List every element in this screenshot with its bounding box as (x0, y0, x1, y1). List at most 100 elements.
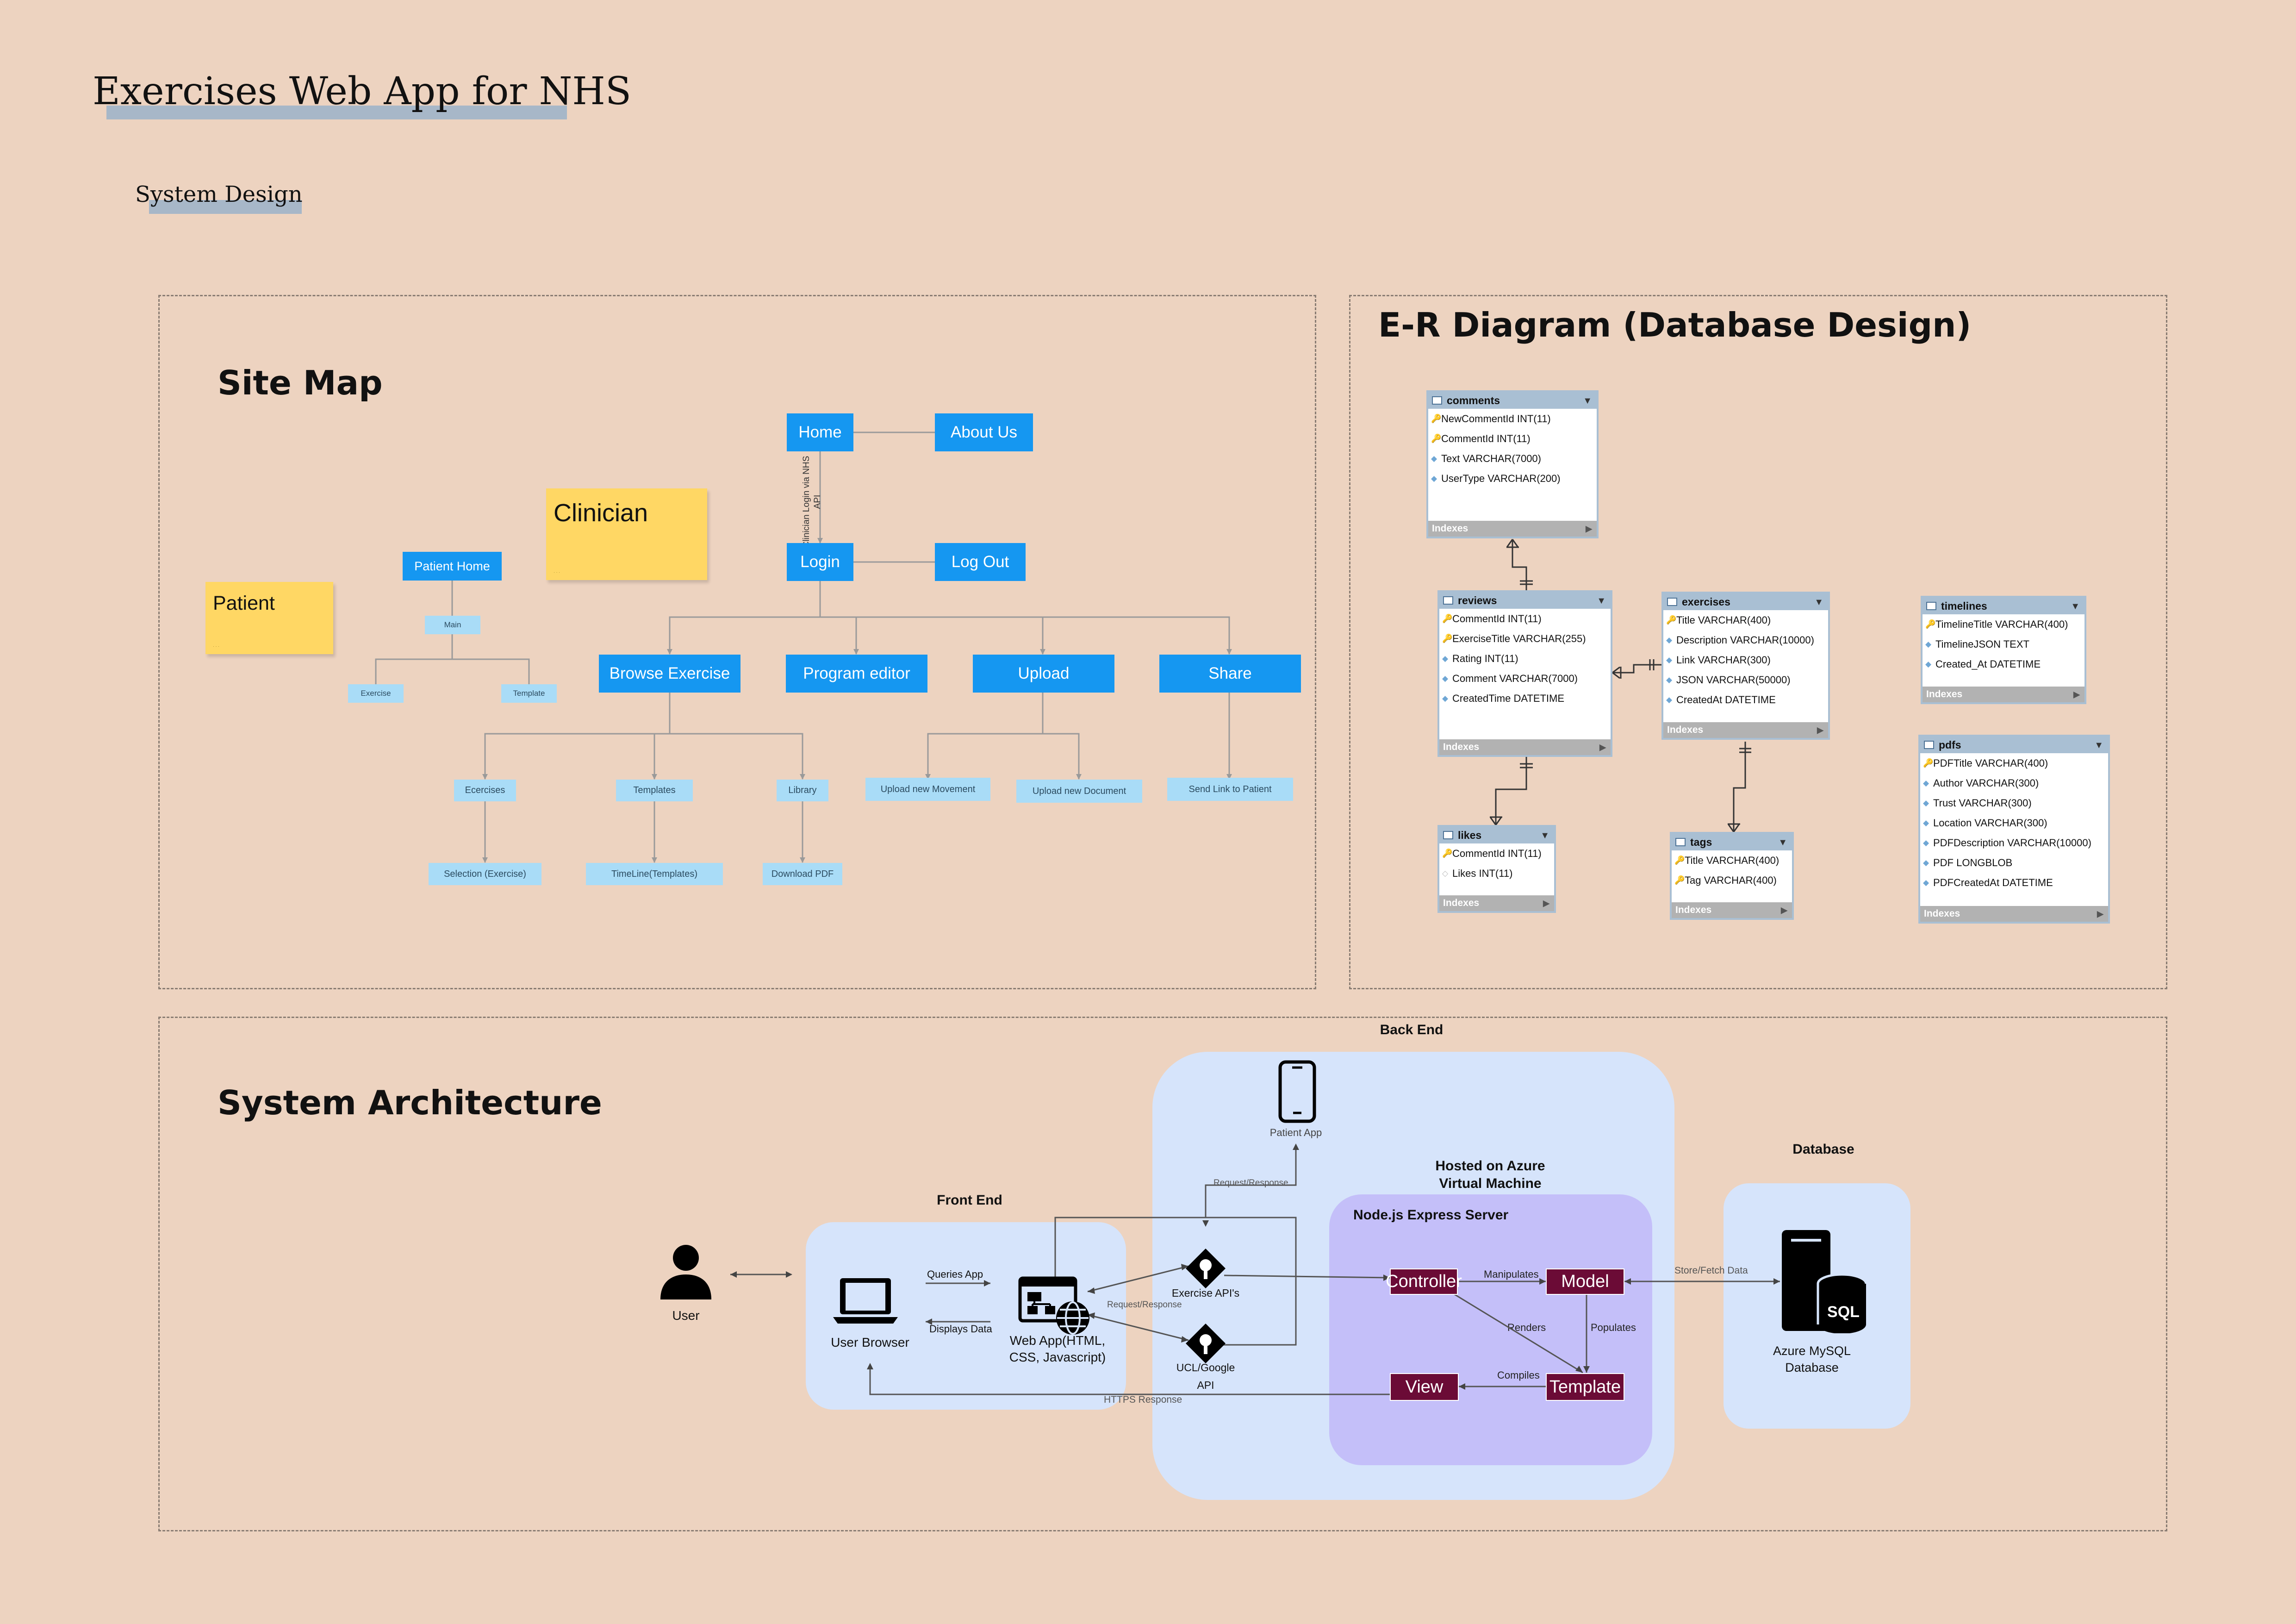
node-selection-exercise: Selection (Exercise) (429, 863, 541, 885)
table-row: ◆Author VARCHAR(300) (1920, 773, 2108, 793)
expand-icon: ▶ (2097, 909, 2103, 918)
node-share: Share (1159, 655, 1301, 693)
edge-request-response-mid: Request/Response (1107, 1300, 1182, 1310)
table-exercises: exercises ▼ 🔑Title VARCHAR(400) ◆Descript… (1661, 592, 1830, 740)
table-tags-header: tags▼ (1672, 834, 1792, 850)
table-row: ◆ Location VARCHAR(300) (1920, 813, 2108, 833)
table-row: ◆Created_At DATETIME (1923, 654, 2084, 674)
database-server-icon (1782, 1230, 1867, 1333)
table-row: ◆CreatedAt DATETIME (1663, 690, 1828, 710)
sticky-patient-label: Patient (213, 592, 275, 614)
table-row: 🔑CommentId INT(11) (1439, 609, 1611, 629)
table-row: 🔑Title VARCHAR(400) (1672, 850, 1792, 870)
column-name: CommentId INT(11) (1441, 432, 1531, 444)
node-ecercises: Ecercises (454, 780, 516, 801)
column-name: Created_At DATETIME (1935, 658, 2041, 670)
table-row: 🔑ExerciseTitle VARCHAR(255) (1439, 629, 1611, 649)
table-timelines-header: timelines▼ (1923, 598, 2084, 614)
indexes-label: Indexes (1443, 898, 1480, 908)
front-end-label: Front End (937, 1193, 1002, 1208)
table-reviews-header: reviews▼ (1439, 592, 1611, 609)
table-exercises-name: exercises (1682, 595, 1730, 608)
dropdown-icon: ▼ (1778, 837, 1787, 848)
table-row: 🔑TimelineTitle VARCHAR(400) (1923, 614, 2084, 634)
column-name: Tag VARCHAR(400) (1685, 874, 1777, 886)
user-icon (660, 1245, 711, 1299)
title-underline (106, 106, 567, 119)
column-name: Location VARCHAR(300) (1933, 817, 2047, 829)
indexes-label: Indexes (1432, 523, 1468, 534)
ucl-google-api-label: UCL/Google API (1176, 1362, 1235, 1391)
table-pdfs: pdfs ▼ 🔑PDFTitle VARCHAR(400) ◆Author VAR… (1918, 735, 2110, 924)
node-timeline-templates: TimeLine(Templates) (586, 863, 723, 885)
web-app-icon (1018, 1276, 1089, 1335)
table-row: ◆Description VARCHAR(10000) (1663, 630, 1828, 650)
table-row: ◆Text VARCHAR(7000) (1428, 449, 1597, 468)
table-icon (1924, 741, 1934, 749)
column-name: Likes INT(11) (1452, 867, 1513, 879)
laptop-icon (833, 1278, 898, 1324)
controller-box: Controller (1386, 1268, 1462, 1295)
exercise-api-label: Exercise API's (1171, 1287, 1240, 1299)
node-patient-home: Patient Home (403, 552, 502, 581)
column-name: CommentId INT(11) (1452, 847, 1542, 859)
model-box: Model (1546, 1268, 1624, 1295)
column-name: UserType VARCHAR(200) (1441, 472, 1561, 484)
table-row: ◆Trust VARCHAR(300) (1920, 793, 2108, 813)
column-name: PDFDescription VARCHAR(10000) (1933, 837, 2091, 849)
subtitle-underline (149, 200, 302, 214)
node-home: Home (787, 413, 853, 451)
column-name: PDFTitle VARCHAR(400) (1933, 757, 2048, 769)
diamond-icon: ◆ (1431, 474, 1437, 483)
user-label: User (672, 1308, 700, 1323)
diamond-icon: ◆ (1923, 878, 1929, 887)
column-name: Rating INT(11) (1452, 652, 1518, 664)
sitemap-frame (158, 295, 1316, 989)
column-name: TimelineTitle VARCHAR(400) (1935, 618, 2068, 630)
diamond-icon: ◆ (1923, 778, 1929, 787)
column-name: Trust VARCHAR(300) (1933, 797, 2032, 809)
sql-badge: SQL (1827, 1303, 1860, 1321)
user-browser-label: User Browser (831, 1335, 909, 1349)
indexes-bar: Indexes▶ (1920, 906, 2108, 922)
column-name: CommentId INT(11) (1452, 612, 1542, 625)
dropdown-icon: ▼ (2071, 601, 2080, 612)
diamond-icon: ◆ (1442, 674, 1449, 683)
dropdown-icon: ▼ (1583, 396, 1592, 406)
node-main: Main (425, 616, 480, 634)
diamond-icon: ◆ (1925, 639, 1932, 649)
dropdown-icon: ▼ (1814, 597, 1823, 607)
table-row: 🔑CommentId INT(11) (1439, 843, 1554, 863)
column-name: Description VARCHAR(10000) (1676, 634, 1814, 646)
table-pdfs-name: pdfs (1939, 738, 1961, 751)
table-row: ◆Comment VARCHAR(7000) (1439, 668, 1611, 688)
table-likes: likes▼ 🔑CommentId INT(11) ◇Likes INT(11)… (1437, 825, 1556, 913)
table-exercises-header: exercises ▼ (1663, 593, 1828, 610)
dropdown-icon: ▼ (2094, 740, 2103, 750)
diamond-icon: ◆ (1431, 454, 1437, 463)
diamond-icon: ◆ (1923, 818, 1929, 827)
table-row: 🔑PDFTitle VARCHAR(400) (1920, 753, 2108, 773)
hosted-label: Hosted on Azure Virtual Machine (1435, 1158, 1545, 1191)
patient-app-label: Patient App (1269, 1127, 1322, 1138)
node-upload-new-document: Upload new Document (1016, 780, 1142, 803)
table-icon (1432, 396, 1442, 405)
table-row: ◆JSON VARCHAR(50000) (1663, 670, 1828, 690)
diamond-icon: ◆ (1925, 659, 1932, 668)
table-row: 🔑CommentId INT(11) (1428, 429, 1597, 449)
edge-compiles: Compiles (1497, 1369, 1540, 1381)
phone-icon (1278, 1060, 1316, 1123)
table-likes-header: likes▼ (1439, 827, 1554, 843)
column-name: NewCommentId INT(11) (1441, 412, 1551, 425)
column-name: Link VARCHAR(300) (1676, 654, 1771, 666)
table-row: ◆Rating INT(11) (1439, 649, 1611, 668)
table-row: 🔑Tag VARCHAR(400) (1672, 870, 1792, 890)
table-comments-header: comments▼ (1428, 392, 1597, 409)
sticky-clinician: Clinician · · · (546, 488, 707, 580)
indexes-bar: Indexes▶ (1672, 902, 1792, 918)
table-row: 🔑Title VARCHAR(400) (1663, 610, 1828, 630)
table-tags: tags▼ 🔑Title VARCHAR(400) 🔑Tag VARCHAR(4… (1670, 832, 1794, 920)
indexes-label: Indexes (1675, 905, 1712, 915)
